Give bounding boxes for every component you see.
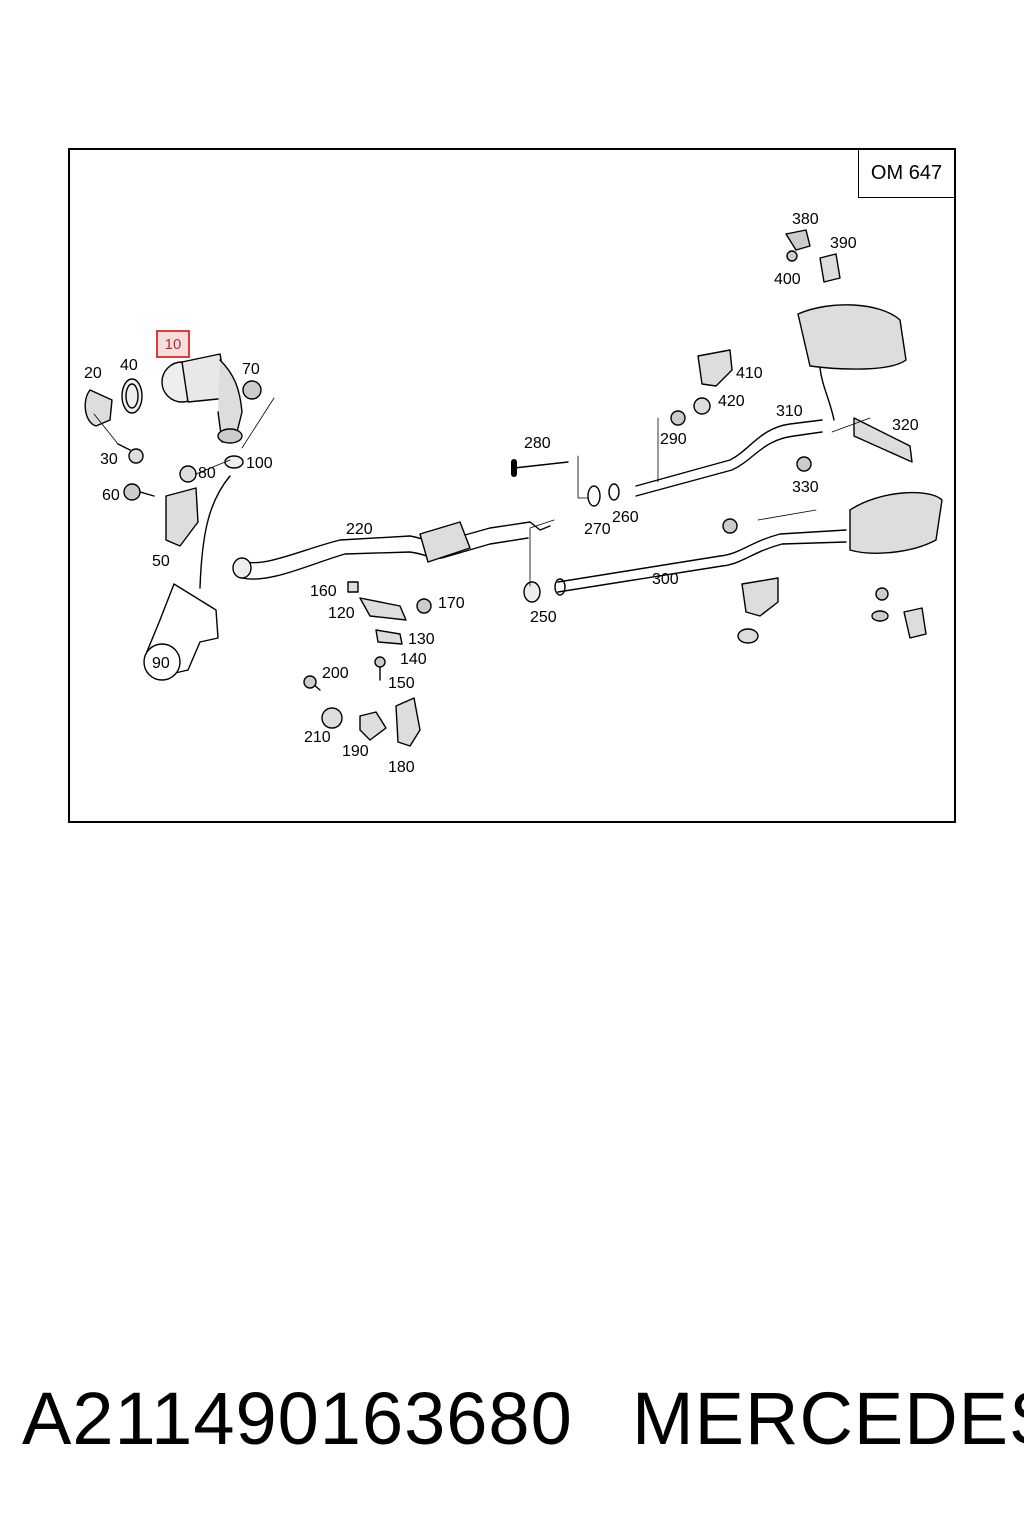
part-number: A211490163680 — [22, 1377, 573, 1460]
part-label-100: 100 — [246, 455, 273, 472]
part-label-60: 60 — [102, 487, 120, 504]
part-label-150: 150 — [388, 675, 415, 692]
catalytic-converter-shape — [161, 353, 243, 444]
part-label-170: 170 — [438, 595, 465, 612]
part-label-250: 250 — [530, 609, 557, 626]
part-label-330: 330 — [792, 479, 819, 496]
part-label-120: 120 — [328, 605, 355, 622]
part-label-220: 220 — [346, 521, 373, 538]
part-label-40: 40 — [120, 357, 138, 374]
part-label-180: 180 — [388, 759, 415, 776]
part-label-410: 410 — [736, 365, 763, 382]
part-label-290: 290 — [660, 431, 687, 448]
part-label-380: 380 — [792, 211, 819, 228]
part-label-210: 210 — [304, 729, 331, 746]
part-label-200: 200 — [322, 665, 349, 682]
part-label-260: 260 — [612, 509, 639, 526]
part-label-310: 310 — [776, 403, 803, 420]
part-label-80: 80 — [198, 465, 216, 482]
part-label-70: 70 — [242, 361, 260, 378]
part-label-160: 160 — [310, 583, 337, 600]
part-label-300: 300 — [652, 571, 679, 588]
highlighted-part-label[interactable]: 10 — [156, 330, 190, 358]
exhaust-system-drawing — [84, 229, 943, 747]
brand-name: MERCEDES — [632, 1377, 1024, 1460]
footer: A211490163680 MERCEDES — [0, 1370, 1024, 1470]
part-label-140: 140 — [400, 651, 427, 668]
part-label-20: 20 — [84, 365, 102, 382]
part-label-400: 400 — [774, 271, 801, 288]
part-label-280: 280 — [524, 435, 551, 452]
part-label-320: 320 — [892, 417, 919, 434]
part-label-420: 420 — [718, 393, 745, 410]
part-label-50: 50 — [152, 553, 170, 570]
exhaust-diagram: OM 647 10 20 40 70 30 80 100 60 50 90 22… — [68, 148, 956, 823]
part-label-270: 270 — [584, 521, 611, 538]
part-label-90: 90 — [152, 655, 170, 672]
engine-code-label: OM 647 — [858, 150, 954, 198]
part-label-190: 190 — [342, 743, 369, 760]
part-label-30: 30 — [100, 451, 118, 468]
part-label-130: 130 — [408, 631, 435, 648]
part-label-390: 390 — [830, 235, 857, 252]
